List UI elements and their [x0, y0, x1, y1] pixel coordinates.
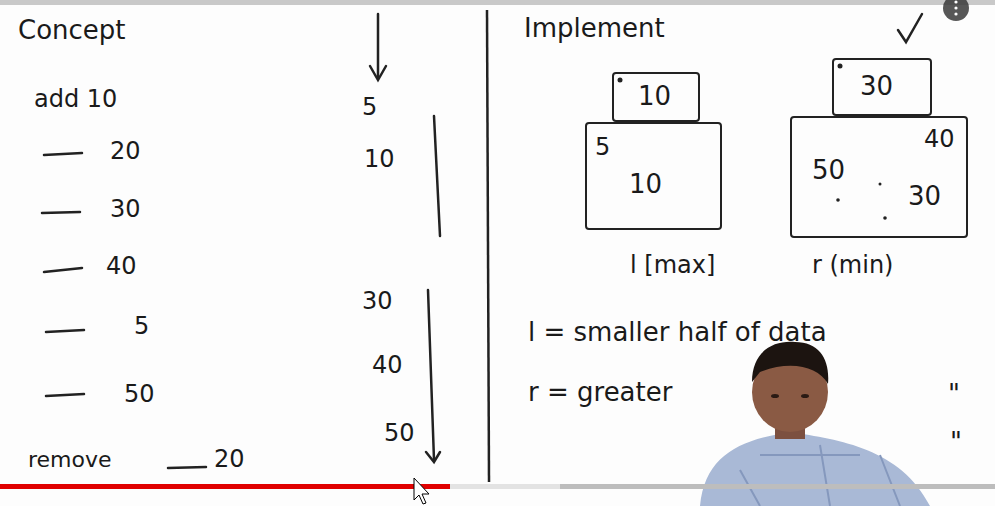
handwritten-label: 30 — [110, 196, 141, 222]
handwritten-label: 40 — [106, 253, 137, 279]
handwritten-label: 30 — [362, 288, 393, 314]
handwritten-label: Implement — [524, 14, 665, 43]
heap-value: 5 — [595, 134, 610, 160]
handwritten-label: 5 — [362, 94, 377, 120]
handwritten-label: 5 — [134, 313, 149, 339]
handwritten-label: add 10 — [34, 86, 117, 112]
heap-value: 30 — [908, 182, 941, 211]
handwritten-label: remove — [28, 448, 112, 472]
handwritten-label: 40 — [372, 352, 403, 378]
heap-box: 10 — [612, 72, 700, 122]
handwritten-label: " — [950, 428, 962, 457]
heap-value: 40 — [924, 126, 955, 152]
handwritten-label: 50 — [124, 381, 155, 407]
heap-value: 30 — [860, 72, 893, 101]
handwritten-label: " — [948, 380, 960, 409]
handwritten-label: l [max] — [630, 252, 715, 278]
handwritten-label: 50 — [384, 420, 415, 446]
handwritten-label: 20 — [110, 138, 141, 164]
heap-box: 30 — [832, 58, 932, 116]
heap-value: 10 — [638, 82, 671, 111]
handwritten-label: l = smaller half of data — [528, 318, 827, 347]
heap-value: 10 — [629, 170, 662, 199]
handwritten-label: 20 — [214, 446, 245, 472]
heap-box: 5 10 — [585, 122, 722, 230]
heap-box: 50 40 30 — [790, 116, 968, 238]
handwritten-label: 10 — [364, 146, 395, 172]
heap-value: 50 — [812, 156, 845, 185]
handwritten-label: r = greater — [528, 378, 672, 407]
handwritten-label: Concept — [18, 16, 126, 45]
handwritten-label: r (min) — [812, 252, 893, 278]
